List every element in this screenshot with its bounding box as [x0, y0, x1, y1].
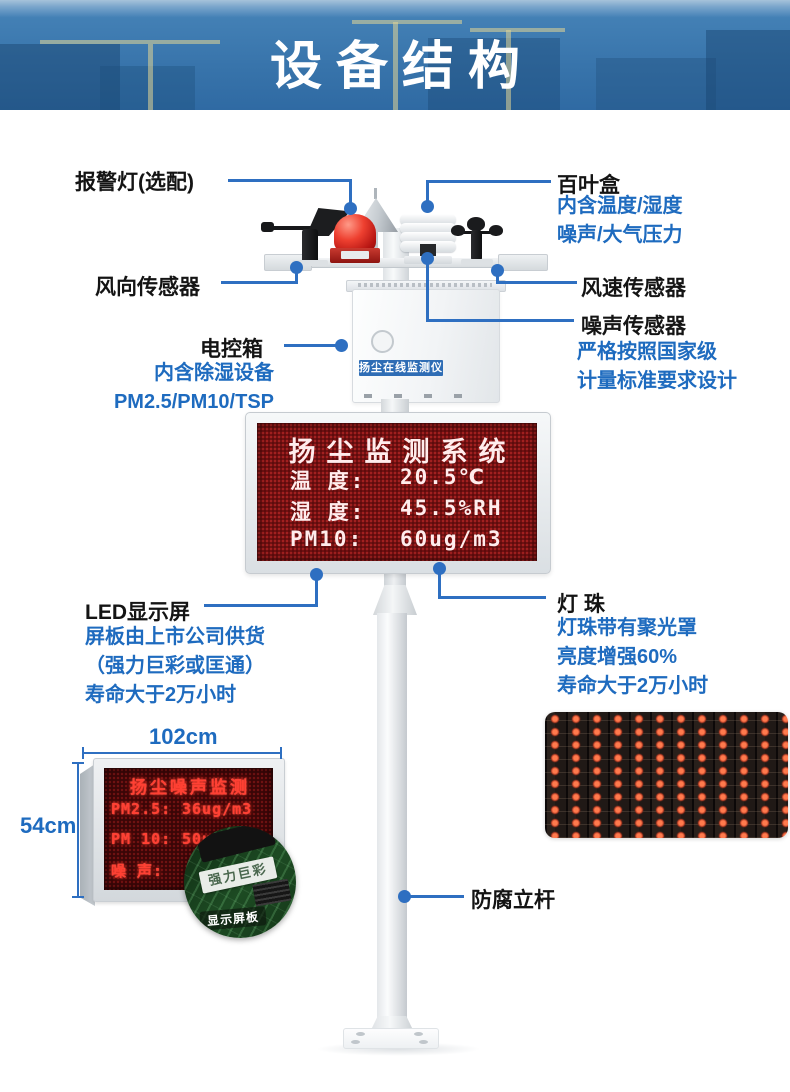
pointer-wind-direction	[290, 261, 303, 274]
anemometer-cup	[489, 225, 503, 236]
control-box-tag: 扬尘在线监测仪	[359, 360, 443, 376]
panel-side-face	[80, 764, 95, 906]
pole-collar	[384, 570, 406, 587]
led-screen-row: 湿 度: 45.5%RH	[290, 496, 503, 524]
led-screen-row: PM10: 60ug/m3	[290, 527, 503, 551]
wind-vane-counterweight	[261, 222, 274, 232]
pointer-wind-speed	[491, 264, 504, 277]
building-silhouette	[100, 66, 195, 110]
height-dimension-line	[77, 762, 79, 898]
rain-cap-spike	[374, 188, 377, 199]
alarm-beacon-label-stripe	[341, 251, 369, 259]
pcb-inset-circle: 强力巨彩 显示屏板	[184, 826, 296, 938]
leader-lamp-bead	[438, 596, 546, 599]
wind-vane-rod	[270, 226, 332, 230]
crane-silhouette	[148, 44, 153, 110]
control-box-connectors	[364, 394, 484, 398]
anemometer-base	[461, 259, 493, 265]
lamp-bead-photo	[545, 712, 788, 838]
pole-upper-stub	[381, 399, 409, 414]
crane-silhouette	[40, 40, 220, 44]
label-louver-box: 百叶盒	[557, 174, 620, 197]
leader-wind-direction	[295, 268, 298, 284]
crane-silhouette	[352, 20, 462, 24]
panel-screen-title: 扬尘噪声监测	[130, 778, 250, 798]
label-led-screen: LED显示屏	[85, 601, 190, 624]
note-louver-box: 内含温度/湿度 噪声/大气压力	[557, 195, 683, 246]
leader-wind-direction	[221, 281, 298, 284]
note-control-box: 内含除湿设备 PM2.5/PM10/TSP	[113, 362, 274, 413]
pointer-led-screen	[310, 568, 323, 581]
wind-vane-base	[292, 260, 328, 266]
leader-noise	[426, 319, 574, 322]
control-box-lock	[371, 330, 394, 353]
led-screen-title: 扬尘监测系统	[288, 437, 517, 468]
leader-control-box	[284, 344, 340, 347]
pointer-alarm	[344, 202, 357, 215]
control-box-vents	[358, 283, 492, 287]
crossbar-end-plate	[498, 254, 548, 271]
crane-silhouette	[393, 22, 398, 110]
leader-wind-speed	[496, 281, 577, 284]
building-silhouette	[428, 38, 560, 110]
pointer-control-box	[335, 339, 348, 352]
note-lamp-bead: 灯珠带有聚光罩 亮度增强60% 寿命大于2万小时	[557, 617, 709, 697]
pointer-lamp-bead	[433, 562, 446, 575]
anemometer-stem	[471, 230, 482, 261]
building-silhouette	[596, 58, 716, 110]
leader-louver	[427, 180, 551, 183]
width-dimension-line	[82, 752, 282, 754]
pole-foot	[371, 1016, 413, 1030]
pointer-louver	[421, 200, 434, 213]
pointer-pole	[398, 890, 411, 903]
leader-alarm	[228, 179, 352, 182]
alarm-beacon-dome	[334, 214, 376, 252]
pointer-noise	[421, 252, 434, 265]
pole	[377, 613, 407, 1019]
note-noise-sensor: 严格按照国家级 计量标准要求设计	[577, 341, 737, 392]
label-noise-sensor: 噪声传感器	[581, 315, 686, 338]
note-led-screen: 屏板由上市公司供货 （强力巨彩或匡通） 寿命大于2万小时	[85, 626, 265, 706]
wind-vane-post	[302, 229, 318, 263]
label-control-box: 电控箱	[200, 338, 263, 361]
leader-led-screen	[204, 604, 318, 607]
label-wind-speed: 风速传感器	[581, 277, 686, 300]
led-screen-row: 温 度: 20.5℃	[290, 465, 487, 493]
leader-pole	[408, 895, 464, 898]
led-display-screen: 扬尘监测系统 温 度: 20.5℃ 湿 度: 45.5%RH PM10: 60u…	[257, 423, 537, 561]
page-title: 设备结构	[269, 38, 534, 96]
panel-screen-row: PM2.5: 36ug/m3	[111, 800, 253, 818]
panel-screen-row: 噪 声:	[111, 862, 164, 880]
anemometer-cup	[467, 217, 485, 231]
leader-louver	[426, 180, 429, 203]
width-dimension: 102cm	[149, 724, 218, 749]
leader-wind-speed	[496, 271, 499, 284]
leader-led-screen	[315, 574, 318, 607]
building-silhouette	[706, 30, 790, 110]
crane-silhouette	[506, 30, 511, 110]
label-wind-direction: 风向传感器	[95, 276, 200, 299]
leader-noise	[426, 259, 429, 322]
label-alarm-light: 报警灯(选配)	[75, 171, 194, 194]
leader-alarm	[349, 179, 352, 204]
banner: 设备结构	[0, 0, 790, 110]
leader-lamp-bead	[438, 568, 441, 599]
label-lamp-bead: 灯 珠	[557, 593, 605, 616]
base-plate	[343, 1028, 439, 1049]
label-pole: 防腐立杆	[471, 889, 555, 912]
height-dimension: 54cm	[20, 813, 77, 838]
rain-cap-rod	[373, 232, 378, 260]
building-silhouette	[0, 44, 120, 110]
crane-silhouette	[470, 28, 565, 32]
anemometer-cup	[451, 225, 465, 236]
pole-flare	[373, 585, 417, 615]
